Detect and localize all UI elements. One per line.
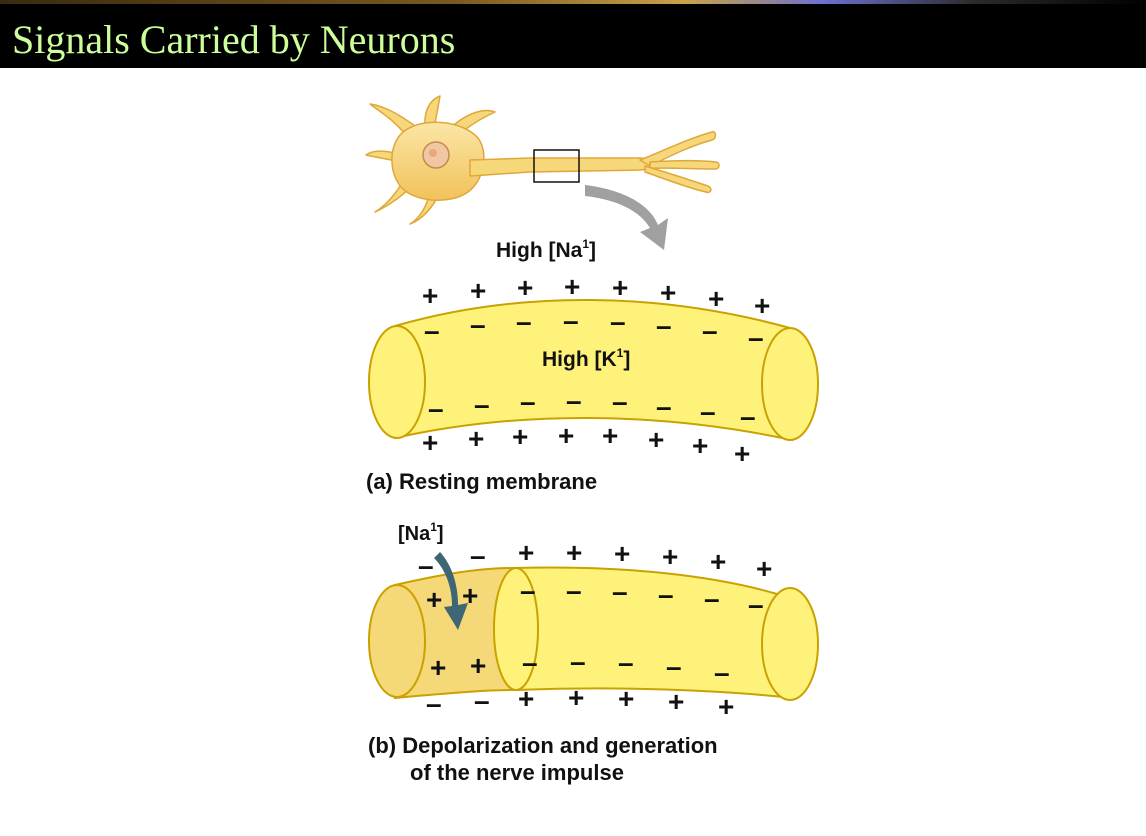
svg-text:+: + [512,421,528,452]
svg-text:+: + [718,691,734,722]
resting-bottom-minus-charges: – – – – – – – – [428,385,756,432]
svg-text:–: – [426,688,442,719]
svg-text:+: + [468,423,484,454]
svg-text:–: – [618,647,634,678]
svg-text:+: + [470,650,486,681]
svg-text:–: – [520,575,536,606]
svg-text:+: + [517,272,533,303]
depolarized-bottom-charges: – – + + + + + [426,682,734,722]
svg-text:+: + [430,652,446,683]
svg-text:+: + [708,283,724,314]
svg-text:+: + [734,438,750,469]
high-na-label: High [Na1] [496,237,596,262]
svg-text:–: – [748,589,764,620]
svg-text:–: – [522,647,538,678]
slide-title: Signals Carried by Neurons [12,17,456,62]
svg-text:+: + [662,541,678,572]
na-ion-label: [Na1] [398,520,444,545]
svg-text:–: – [418,550,434,581]
svg-text:–: – [740,401,756,432]
zoom-box [533,149,580,183]
high-k-label: High [K1] [542,346,630,371]
svg-text:+: + [660,277,676,308]
svg-text:–: – [566,575,582,606]
svg-text:–: – [612,386,628,417]
sodium-influx-arrow-icon [434,552,468,630]
svg-text:–: – [566,385,582,416]
depolarized-inner-bottom-charges: + + – – – – – [430,646,730,688]
svg-text:+: + [518,537,534,568]
svg-text:+: + [618,683,634,714]
svg-text:–: – [516,306,532,337]
svg-text:+: + [568,682,584,713]
svg-text:+: + [754,290,770,321]
svg-text:–: – [470,540,486,571]
svg-text:+: + [422,427,438,458]
svg-text:+: + [756,553,772,584]
zoom-arrow-icon [585,185,668,250]
svg-text:+: + [692,430,708,461]
svg-text:–: – [704,583,720,614]
resting-bottom-plus-charges: + + + + + + + + [422,420,750,469]
svg-text:+: + [558,420,574,451]
svg-text:+: + [518,683,534,714]
svg-text:–: – [748,322,764,353]
svg-text:–: – [563,305,579,336]
svg-text:–: – [424,315,440,346]
depolarized-top-charges: – – + + + + + + [418,537,772,584]
svg-text:+: + [648,424,664,455]
svg-text:–: – [702,315,718,346]
resting-top-minus-charges: – – – – – – – – [424,305,764,353]
svg-text:+: + [564,271,580,302]
svg-text:+: + [602,420,618,451]
svg-text:+: + [612,272,628,303]
svg-text:–: – [612,576,628,607]
svg-text:–: – [656,391,672,422]
svg-text:–: – [666,651,682,682]
svg-text:–: – [658,579,674,610]
svg-text:–: – [474,389,490,420]
depolarized-inner-top-charges: + + – – – – – – [426,575,764,620]
caption-resting-membrane: (a) Resting membrane [366,469,597,494]
resting-axon-cylinder [368,298,819,442]
svg-text:+: + [668,686,684,717]
svg-text:+: + [422,280,438,311]
svg-text:+: + [426,584,442,615]
svg-text:–: – [520,386,536,417]
svg-text:+: + [614,538,630,569]
caption-depolarization-line1: (b) Depolarization and generation [368,733,718,758]
svg-text:–: – [714,657,730,688]
svg-text:–: – [700,396,716,427]
svg-text:–: – [470,309,486,340]
svg-text:–: – [428,393,444,424]
svg-text:+: + [470,275,486,306]
svg-text:–: – [570,646,586,677]
svg-text:–: – [656,310,672,341]
svg-text:–: – [474,685,490,716]
depolarizing-axon-cylinder [368,566,819,701]
title-bar: Signals Carried by Neurons [0,4,1146,68]
neuron-illustration [365,95,720,225]
resting-top-plus-charges: + + + + + + + + [422,271,770,321]
svg-text:–: – [610,306,626,337]
svg-text:+: + [462,580,478,611]
svg-text:+: + [566,537,582,568]
top-accent-strip [0,0,1146,4]
caption-depolarization-line2: of the nerve impulse [410,760,624,785]
svg-text:+: + [710,546,726,577]
